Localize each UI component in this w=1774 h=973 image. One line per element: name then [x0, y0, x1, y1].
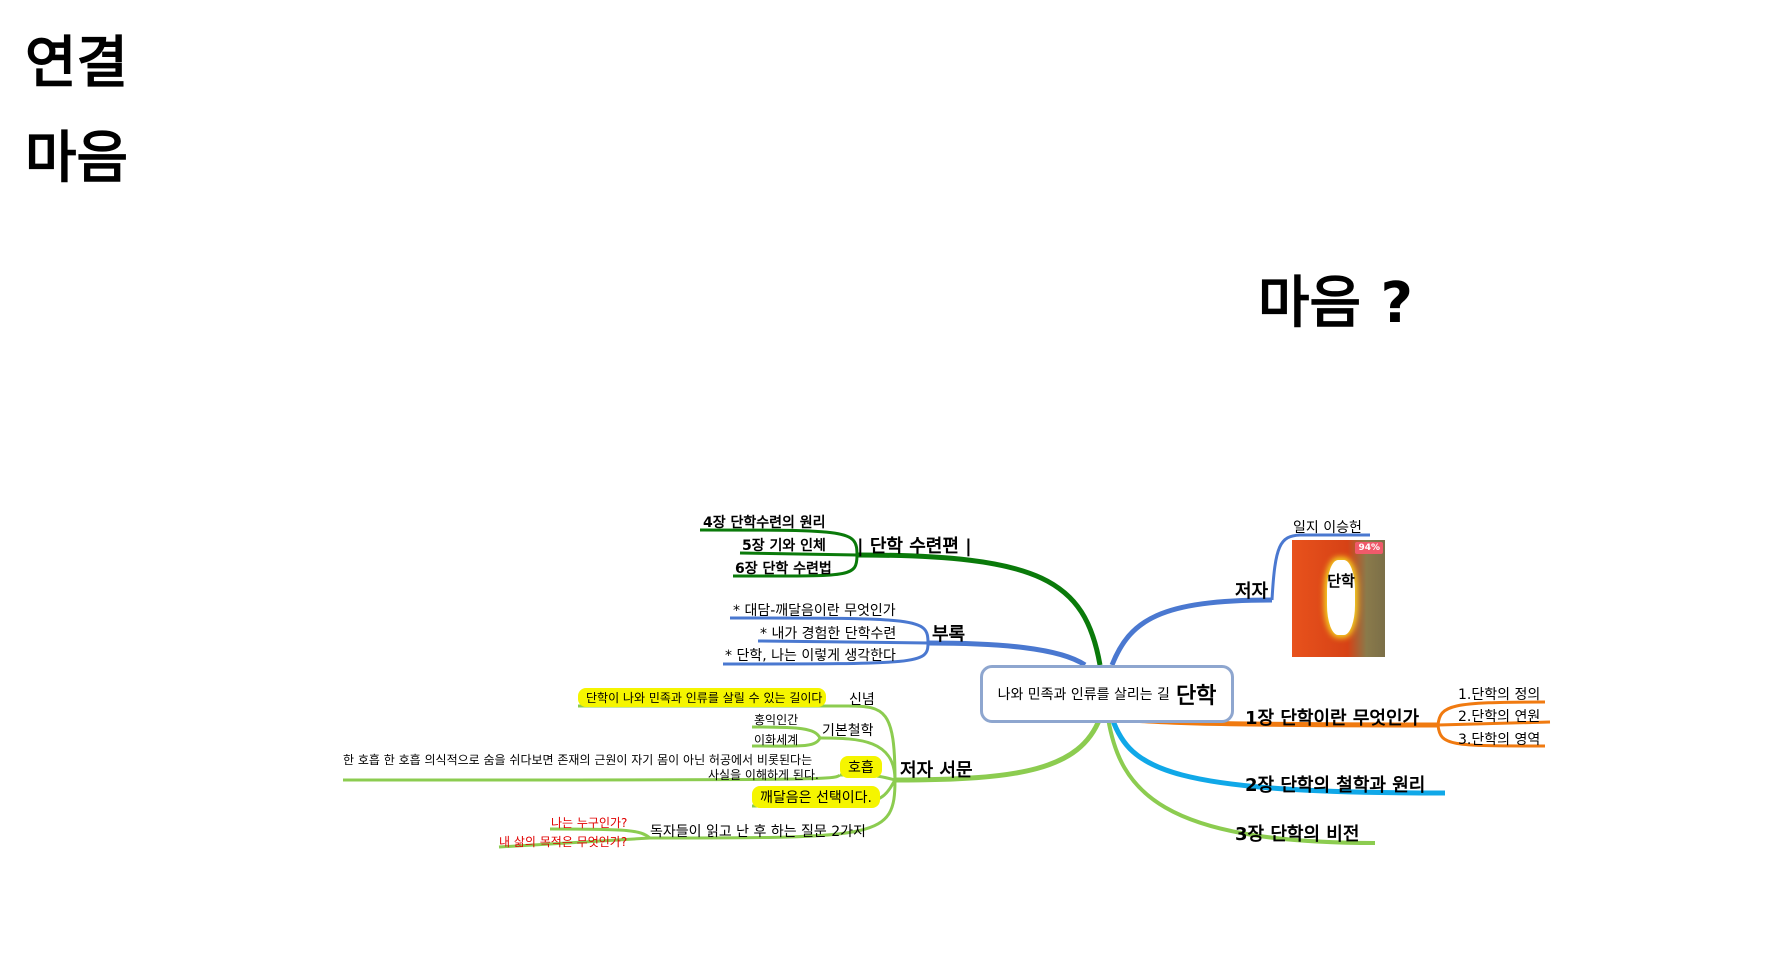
node-chapter-1-child[interactable]: 1.단학의 정의: [1458, 687, 1541, 703]
node-training[interactable]: | 단학 수련편 |: [857, 536, 972, 557]
node-chapter-3[interactable]: 3장 단학의 비전: [1235, 824, 1360, 845]
node-appendix-child[interactable]: * 단학, 나는 이렇게 생각한다: [725, 648, 896, 664]
note-breath-line2: 사실을 이해하게 된다.: [708, 768, 819, 782]
book-cover-image: 94% 단학: [1292, 540, 1385, 657]
node-chapter-1-child[interactable]: 2.단학의 연원: [1458, 709, 1541, 725]
node-author-name[interactable]: 일지 이승헌: [1293, 520, 1362, 536]
node-questions[interactable]: 독자들이 읽고 난 후 하는 질문 2가지: [650, 824, 866, 840]
node-enlightenment[interactable]: 깨달음은 선택이다.: [752, 786, 880, 808]
node-chapter-1[interactable]: 1장 단학이란 무엇인가: [1245, 708, 1420, 729]
node-question-child[interactable]: 내 삶의 목적은 무엇인가?: [499, 835, 628, 849]
note-breath-line1: 한 호흡 한 호흡 의식적으로 숨을 쉬다보면 존재의 근원이 자기 몸이 아닌…: [343, 753, 813, 767]
node-philosophy[interactable]: 기본철학: [822, 723, 874, 739]
node-author[interactable]: 저자: [1235, 581, 1269, 602]
central-title: 단학: [1175, 684, 1217, 709]
node-chapter-1-child[interactable]: 3.단학의 영역: [1458, 732, 1541, 748]
note-belief[interactable]: 단학이 나와 민족과 인류를 살릴 수 있는 길이다: [578, 688, 826, 707]
node-belief[interactable]: 신념: [849, 692, 875, 708]
node-training-child[interactable]: 4장 단학수련의 원리: [703, 515, 826, 531]
node-breath[interactable]: 호흡: [840, 756, 882, 778]
slide-title-connection: 연결: [25, 31, 129, 96]
node-training-child[interactable]: 5장 기와 인체: [742, 538, 826, 554]
node-philosophy-child[interactable]: 이화세계: [754, 733, 799, 747]
node-training-child[interactable]: 6장 단학 수련법: [735, 561, 832, 577]
node-philosophy-child[interactable]: 홍익인간: [754, 713, 799, 727]
node-appendix-child[interactable]: * 대담-깨달음이란 무엇인가: [733, 603, 896, 619]
slide-title-mind: 마음: [25, 126, 129, 191]
central-node[interactable]: 나와 민족과 인류를 살리는 길 단학: [980, 665, 1234, 723]
node-preface[interactable]: 저자 서문: [900, 760, 973, 781]
node-appendix-child[interactable]: * 내가 경험한 단학수련: [760, 626, 897, 642]
central-subtitle: 나와 민족과 인류를 살리는 길: [997, 687, 1170, 703]
book-badge: 94%: [1355, 542, 1383, 554]
mind-question: 마음 ?: [1258, 271, 1414, 336]
node-chapter-2[interactable]: 2장 단학의 철학과 원리: [1245, 775, 1426, 796]
node-question-child[interactable]: 나는 누구인가?: [551, 816, 628, 830]
node-appendix[interactable]: 부록: [932, 624, 966, 645]
book-title: 단학: [1327, 560, 1355, 635]
